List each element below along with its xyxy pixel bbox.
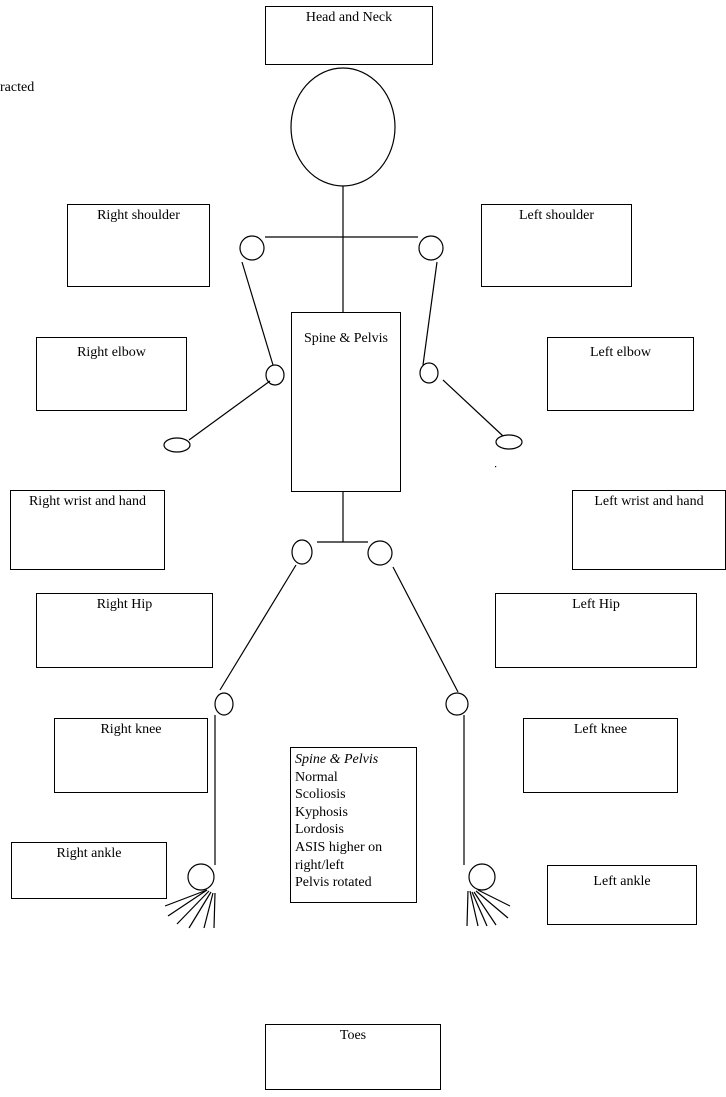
left-knee-label: Left knee xyxy=(573,722,628,737)
spine-pelvis-options-title: Spine & Pelvis xyxy=(295,752,379,767)
left-elbow-joint xyxy=(419,362,439,384)
right-ankle-label: Right ankle xyxy=(56,846,122,861)
option-normal[interactable]: Normal xyxy=(295,769,338,785)
right-shoulder-joint xyxy=(239,235,265,261)
right-hip-label: Right Hip xyxy=(96,597,153,612)
right-ankle-joint xyxy=(187,863,215,891)
right-upper-arm xyxy=(241,261,274,366)
left-ankle-box[interactable]: Left ankle xyxy=(547,865,697,925)
spine-pelvis-box[interactable]: Spine & Pelvis xyxy=(291,312,401,492)
right-knee-label: Right knee xyxy=(100,722,162,737)
option-kyphosis[interactable]: Kyphosis xyxy=(295,804,348,820)
option-asis-higher[interactable]: ASIS higher on xyxy=(295,839,383,855)
right-shoulder-box[interactable]: Right shoulder xyxy=(67,204,210,287)
left-knee-joint xyxy=(445,692,469,716)
right-hip-box[interactable]: Right Hip xyxy=(36,593,213,668)
spine-pelvis-label: Spine & Pelvis xyxy=(303,331,388,346)
option-asis-higher-cont: right/left xyxy=(295,857,344,873)
left-ankle-joint xyxy=(468,863,496,891)
right-hip-joint xyxy=(291,539,313,565)
left-hip-label: Left Hip xyxy=(572,597,620,612)
right-elbow-label: Right elbow xyxy=(77,345,146,360)
right-knee-joint xyxy=(214,692,234,716)
right-knee-box[interactable]: Right knee xyxy=(54,718,208,793)
left-hip-box[interactable]: Left Hip xyxy=(495,593,697,668)
left-toes-lines xyxy=(466,889,511,927)
left-knee-box[interactable]: Left knee xyxy=(523,718,678,793)
left-wrist-hand-box[interactable]: Left wrist and hand xyxy=(572,490,726,570)
left-hip-joint xyxy=(367,540,393,566)
right-hand-shape xyxy=(163,437,191,453)
right-thigh xyxy=(219,564,297,691)
left-elbow-label: Left elbow xyxy=(589,345,652,360)
option-pelvis-rotated[interactable]: Pelvis rotated xyxy=(295,875,372,891)
stray-mark xyxy=(495,466,497,468)
spine-pelvis-options-box: Spine & Pelvis Normal Scoliosis Kyphosis… xyxy=(290,747,417,903)
left-hand-shape xyxy=(495,434,523,450)
head-neck-box[interactable]: Head and Neck xyxy=(265,6,433,65)
right-toes-lines xyxy=(164,889,216,929)
head-neck-label: Head and Neck xyxy=(305,10,393,25)
left-shoulder-box[interactable]: Left shoulder xyxy=(481,204,632,287)
right-forearm xyxy=(188,380,271,441)
right-ankle-box[interactable]: Right ankle xyxy=(11,842,167,899)
left-wrist-hand-label: Left wrist and hand xyxy=(594,494,704,509)
left-upper-arm xyxy=(422,261,438,366)
left-shoulder-joint xyxy=(418,235,444,261)
right-elbow-joint xyxy=(265,364,285,386)
right-shoulder-label: Right shoulder xyxy=(97,208,180,223)
cutoff-text: racted xyxy=(0,80,35,95)
toes-box[interactable]: Toes xyxy=(265,1024,441,1090)
option-scoliosis[interactable]: Scoliosis xyxy=(295,787,346,803)
left-forearm xyxy=(442,379,504,437)
right-elbow-box[interactable]: Right elbow xyxy=(36,337,187,411)
right-wrist-hand-box[interactable]: Right wrist and hand xyxy=(10,490,165,570)
head-shape xyxy=(290,67,396,187)
left-shoulder-label: Left shoulder xyxy=(518,208,595,223)
left-thigh xyxy=(392,566,459,693)
left-ankle-label: Left ankle xyxy=(593,874,651,889)
option-lordosis[interactable]: Lordosis xyxy=(295,822,344,838)
left-elbow-box[interactable]: Left elbow xyxy=(547,337,694,411)
toes-label: Toes xyxy=(339,1028,367,1043)
right-wrist-hand-label: Right wrist and hand xyxy=(28,494,147,509)
